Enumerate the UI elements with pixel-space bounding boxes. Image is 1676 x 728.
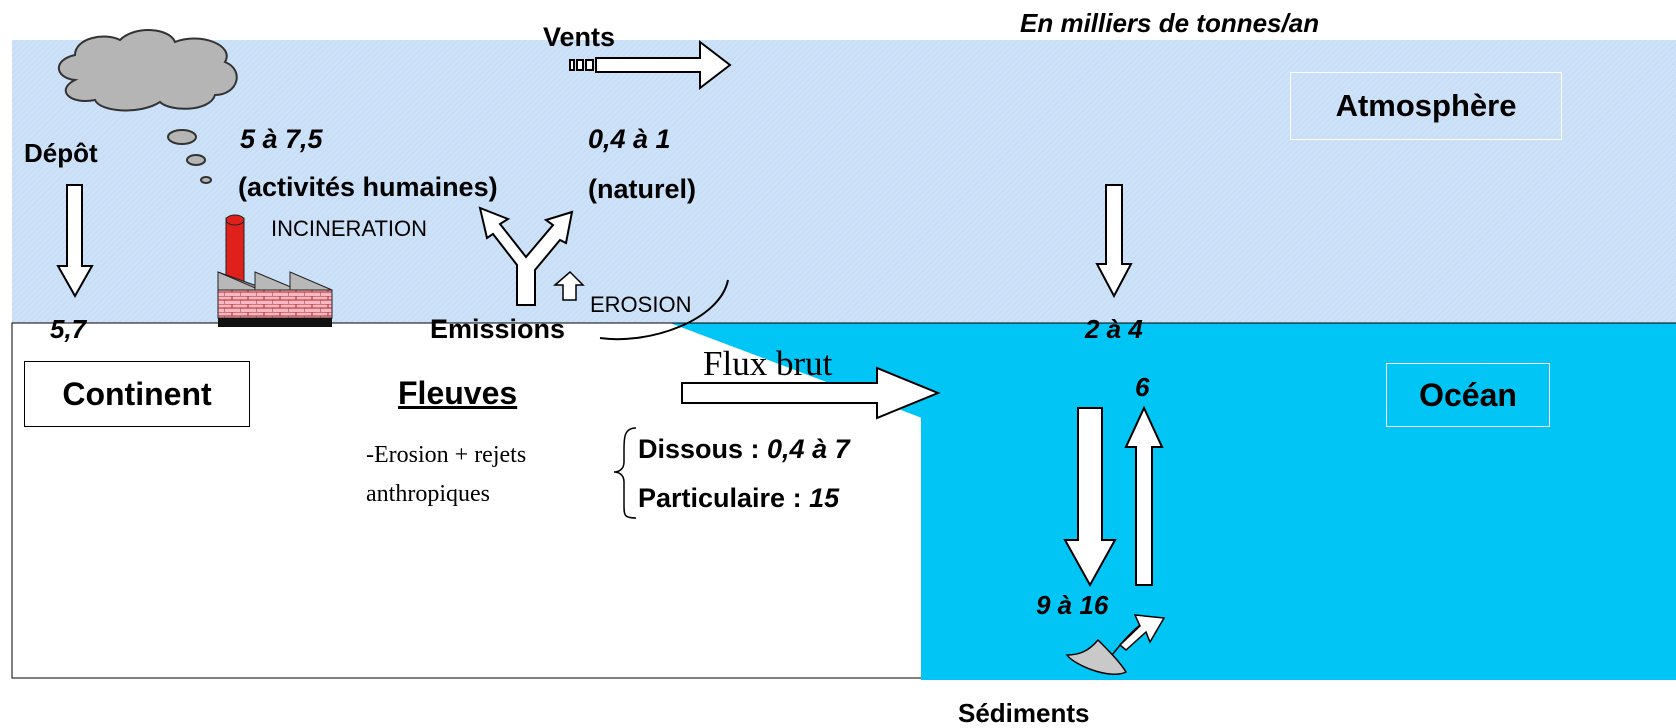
ocean-deposition-value: 2 à 4 — [1085, 314, 1143, 344]
ocean-upward-value: 6 — [1135, 372, 1150, 402]
particulate-label: Particulaire : — [638, 483, 810, 513]
dissolved-value: 0,4 à 7 — [767, 434, 850, 464]
ocean-box: Océan — [1386, 363, 1550, 427]
deposition-value: 5,7 — [50, 314, 87, 344]
brace — [613, 427, 637, 519]
river-source-line2: anthropiques — [366, 481, 490, 507]
natural-emission-label: (naturel) — [588, 174, 696, 204]
rivers-title: Fleuves — [398, 375, 518, 411]
incineration-label: INCINERATION — [271, 216, 428, 241]
particulate-row: Particulaire : 15 — [638, 485, 839, 512]
atmosphere-box: Atmosphère — [1290, 72, 1562, 140]
particulate-value: 15 — [809, 483, 840, 513]
sediment-icon — [1065, 638, 1128, 675]
ocean-label: Océan — [1419, 376, 1517, 413]
emissions-y-arrow — [478, 206, 574, 306]
deposition-arrow-left — [56, 184, 94, 299]
river-source-line1: -Erosion + rejets — [366, 442, 527, 468]
atmosphere-zone — [12, 40, 1676, 323]
cloud-icon — [57, 29, 238, 184]
emissions-label: Emissions — [430, 314, 566, 344]
sediments-label: Sédiments — [958, 698, 1090, 728]
human-emission-label: (activités humaines) — [238, 172, 498, 202]
unit-note: En milliers de tonnes/an — [1020, 8, 1320, 38]
gross-flux-label: Flux brut — [703, 344, 833, 383]
ocean-downward-value: 9 à 16 — [1036, 590, 1109, 620]
deposition-label: Dépôt — [24, 138, 98, 168]
factory-icon — [217, 214, 333, 327]
erosion-label: EROSION — [590, 292, 692, 317]
dissolved-label: Dissous : — [638, 434, 768, 464]
atmosphere-label: Atmosphère — [1335, 88, 1517, 123]
deposition-arrow-ocean — [1095, 184, 1133, 299]
natural-emission-value: 0,4 à 1 — [588, 124, 671, 154]
dissolved-row: Dissous : 0,4 à 7 — [638, 436, 850, 463]
erosion-curve-arrow — [599, 279, 729, 341]
wind-arrow-icon — [569, 39, 732, 91]
ocean-up-arrow — [1124, 405, 1164, 586]
ocean-down-arrow — [1063, 407, 1117, 588]
gross-flux-arrow — [681, 366, 941, 420]
continent-box: Continent — [24, 361, 250, 427]
human-emission-value: 5 à 7,5 — [240, 124, 323, 154]
continent-label: Continent — [62, 375, 212, 412]
wind-label: Vents — [543, 22, 616, 52]
